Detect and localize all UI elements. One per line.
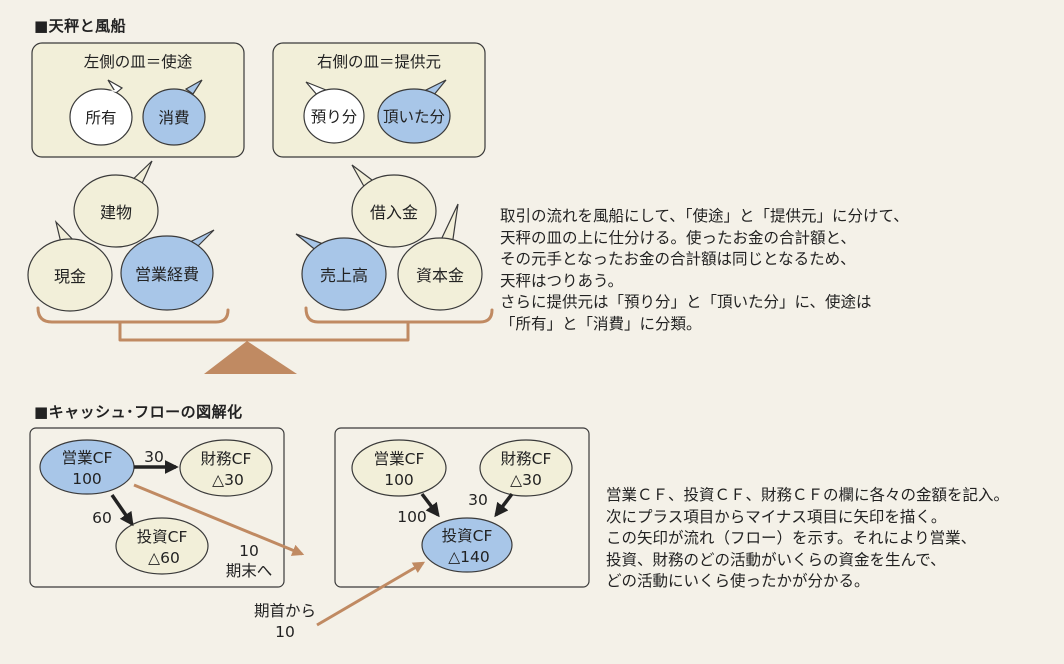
balloon-tatemono: 建物 (73, 160, 159, 248)
cf-period-start-value: 10 (275, 623, 295, 641)
balloon-shihonkin-label: 資本金 (416, 266, 464, 285)
cf-left-inv-value: △60 (148, 549, 180, 567)
cf-right-arrow-fin (494, 492, 514, 518)
balloon-uriagedaka: 売上高 (295, 233, 387, 311)
section2-explanation-line: どの活動にいくら使ったかが分かる。 (606, 572, 870, 590)
section1-explanation-line: 「所有」と「消費」に分類。 (500, 314, 702, 333)
cf-left-fin-value: △30 (212, 471, 244, 489)
cf-right-arrow-fin-label: 30 (468, 491, 488, 509)
balance-beam (36, 306, 494, 342)
section1-heading: ■天秤と風船 (34, 17, 127, 35)
cf-right-fin-name: 財務CF (501, 450, 552, 468)
cf-arrow-period-start (316, 561, 426, 627)
balloon-uriagedaka-label: 売上高 (320, 266, 368, 285)
balloon-shihonkin: 資本金 (397, 203, 483, 311)
balance-fulcrum (204, 341, 297, 374)
section1-explanation-line: 天秤はつりあう。 (500, 271, 624, 290)
section1-explanation-line: さらに提供元は「預り分」と「頂いた分」に、使途は (500, 293, 872, 311)
section2-heading: ■キャッシュ･フローの図解化 (34, 403, 243, 421)
section2-explanation-line: 投資、財務のどの活動がいくらの資金を生んで、 (606, 550, 946, 569)
bubble-shoyu-label: 所有 (85, 109, 116, 127)
bubble-azukari-label: 預り分 (311, 108, 358, 126)
bubble-shohi-label: 消費 (158, 109, 189, 127)
cf-right-inv (421, 517, 513, 573)
cf-left-arrow-inv (110, 494, 134, 527)
cf-left-inv (115, 517, 209, 575)
balloon-tatemono-label: 建物 (100, 203, 132, 222)
cf-arrow-period-end (133, 483, 305, 556)
bubble-shohi: 消費 (142, 79, 206, 146)
section2-explanation: 営業ＣＦ、投資ＣＦ、財務ＣＦの欄に各々の金額を記入。 次にプラス項目からマイナス… (606, 485, 1009, 593)
bubble-azukari: 預り分 (303, 81, 365, 144)
section1-explanation-line: その元手となったお金の合計額は同じとなるため、 (500, 250, 856, 268)
section1-explanation: 取引の流れを風船にして、「使途」と「提供元」に分けて、 天秤の皿の上に仕分ける。… (500, 206, 909, 335)
cf-left-fin-name: 財務CF (201, 450, 252, 468)
right-dish-title: 右側の皿＝提供元 (317, 53, 441, 71)
balloon-genkin: 現金 (27, 219, 113, 312)
cf-right-op-name: 営業CF (374, 450, 425, 468)
cf-left-inv-name: 投資CF (137, 528, 188, 546)
bubble-itadaita-label: 頂いた分 (383, 108, 445, 126)
cf-left-op-name: 営業CF (62, 449, 113, 467)
cf-right-arrow-op-label: 100 (397, 508, 427, 526)
bubble-shoyu: 所有 (69, 79, 133, 146)
section2-explanation-line: 営業ＣＦ、投資ＣＦ、財務ＣＦの欄に各々の金額を記入。 (606, 486, 1010, 504)
balloon-kariirekin: 借入金 (351, 164, 437, 248)
cf-right-fin-value: △30 (510, 471, 542, 489)
cf-right-op-value: 100 (384, 471, 414, 489)
cf-right-arrow-op (420, 492, 440, 518)
balloon-eigyokeihi: 営業経費 (120, 229, 215, 311)
balloon-eigyokeihi-label: 営業経費 (135, 265, 199, 284)
section2-explanation-line: 次にプラス項目からマイナス項目に矢印を描く。 (606, 507, 947, 526)
balloon-kariirekin-label: 借入金 (370, 203, 418, 222)
section1-explanation-line: 天秤の皿の上に仕分ける。使ったお金の合計額と、 (500, 228, 856, 247)
left-dish-title: 左側の皿＝使途 (84, 53, 193, 71)
cf-right-fin (479, 439, 573, 497)
cf-right-inv-name: 投資CF (442, 527, 493, 545)
cf-left-arrow-inv-label: 60 (92, 509, 112, 527)
balloon-genkin-label: 現金 (54, 267, 86, 286)
cf-period-end-value: 10 (239, 542, 259, 560)
bubble-itadaita: 頂いた分 (377, 79, 451, 144)
cf-right-op (351, 439, 447, 497)
cf-period-start-label: 期首から (254, 602, 316, 620)
section1-explanation-line: 取引の流れを風船にして、「使途」と「提供元」に分けて、 (500, 207, 909, 225)
cf-right-inv-value: △140 (448, 548, 490, 566)
cf-left-fin (179, 439, 273, 497)
section2-explanation-line: この矢印が流れ（フロー）を示す。それにより営業、 (606, 529, 977, 547)
cf-left-arrow-fin-label: 30 (144, 448, 164, 466)
cf-left-op-value: 100 (72, 470, 102, 488)
cf-period-end-label: 期末へ (226, 562, 273, 580)
